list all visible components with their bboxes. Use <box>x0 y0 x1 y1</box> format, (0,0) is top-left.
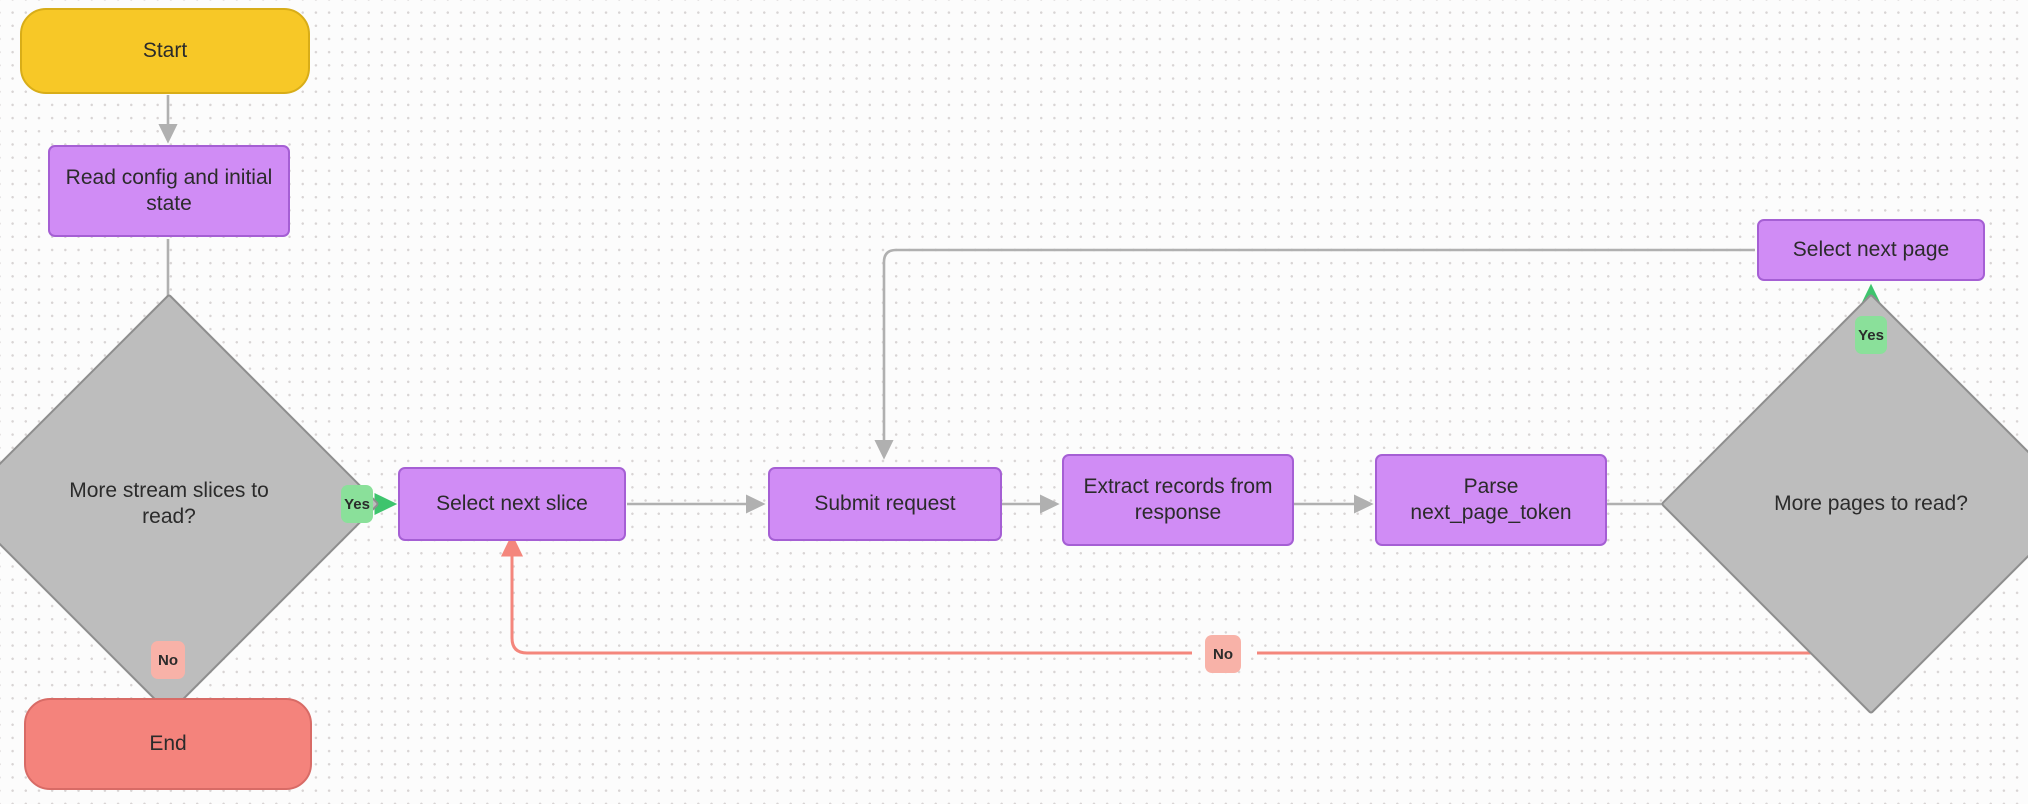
node-end-label: End <box>149 731 187 755</box>
node-select-next-slice-label: Select next slice <box>436 491 588 515</box>
edge-label-slices-no: No <box>151 641 185 679</box>
node-more-pages-label: More pages to read? <box>1774 491 1968 515</box>
node-extract-records[interactable]: Extract records from response <box>1062 454 1294 546</box>
edge-label-pages-yes-text: Yes <box>1858 326 1884 344</box>
node-more-stream-slices-label: More stream slices to read? <box>69 478 269 528</box>
edge-label-slices-no-text: No <box>158 651 178 669</box>
node-submit-request[interactable]: Submit request <box>768 467 1002 541</box>
node-submit-request-label: Submit request <box>814 491 956 515</box>
edge-more-pages-no-to-select-slice-tail <box>500 533 1192 655</box>
edge-select-page-to-submit-request <box>874 248 1755 460</box>
node-parse-next-page-token-label: Parse next_page_token <box>1410 474 1572 524</box>
edge-label-slices-yes: Yes <box>341 485 373 523</box>
node-start[interactable]: Start <box>20 8 310 94</box>
edge-label-slices-yes-text: Yes <box>344 495 370 513</box>
node-more-pages[interactable]: More pages to read? <box>1660 293 2028 715</box>
node-read-config[interactable]: Read config and initial state <box>48 145 290 237</box>
node-extract-records-label: Extract records from response <box>1083 474 1273 524</box>
node-more-stream-slices[interactable]: More stream slices to read? <box>0 293 380 715</box>
node-start-label: Start <box>142 38 188 62</box>
edge-label-pages-no-text: No <box>1213 645 1233 663</box>
node-end[interactable]: End <box>24 698 312 790</box>
node-read-config-label: Read config and initial state <box>65 165 273 215</box>
node-parse-next-page-token[interactable]: Parse next_page_token <box>1375 454 1607 546</box>
node-select-next-page-label: Select next page <box>1792 237 1950 261</box>
node-select-next-page[interactable]: Select next page <box>1757 219 1985 281</box>
node-select-next-slice[interactable]: Select next slice <box>398 467 626 541</box>
edge-label-pages-yes: Yes <box>1855 316 1887 354</box>
edge-label-pages-no: No <box>1205 635 1241 673</box>
